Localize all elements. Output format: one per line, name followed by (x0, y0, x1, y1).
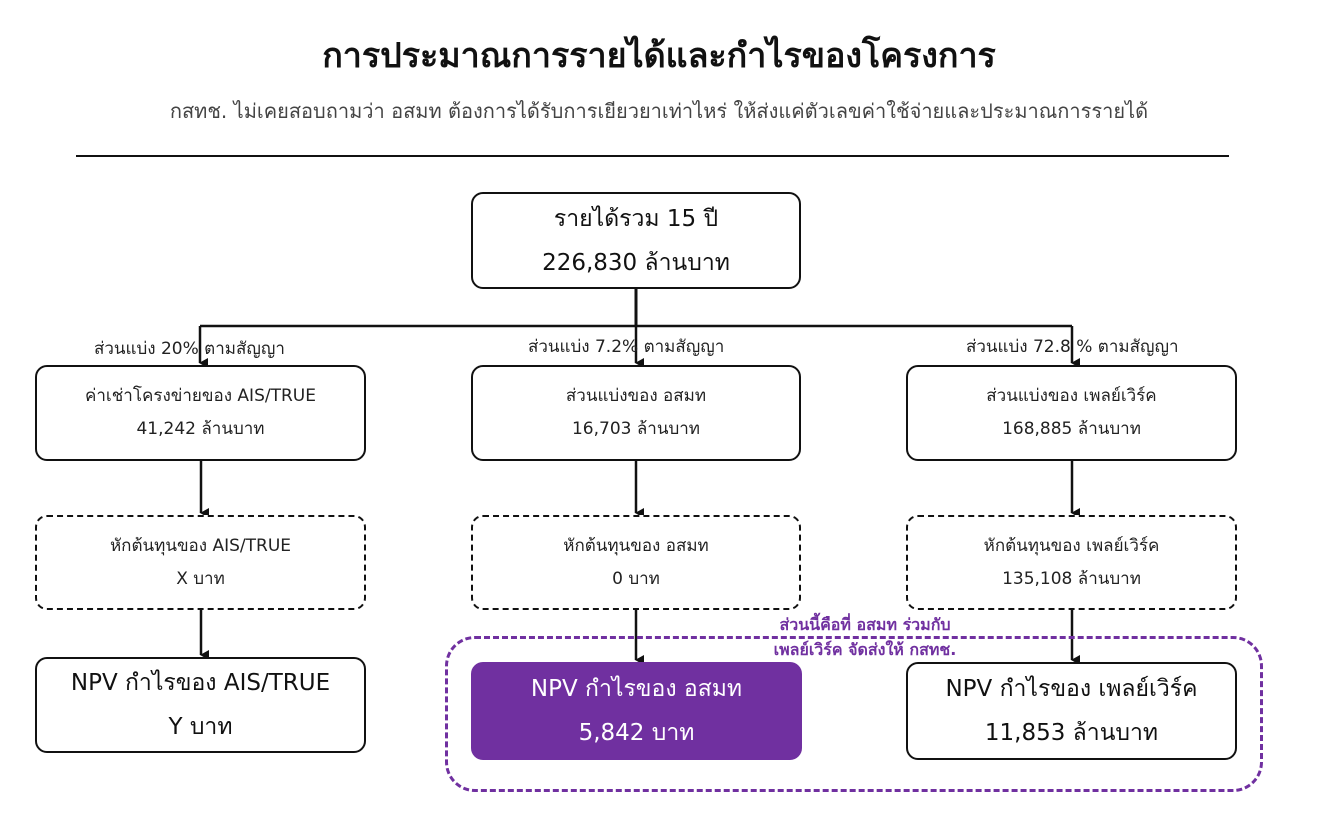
cost-ais-label: หักต้นทุนของ AIS/TRUE (109, 535, 292, 556)
cost-mcot-value: 0 บาท (612, 568, 660, 589)
revenue-ais-value: 41,242 ล้านบาท (136, 419, 265, 439)
page-subtitle: กสทช. ไม่เคยสอบถามว่า อสมท ต้องการได้รับ… (169, 99, 1149, 123)
revenue-mcot-label: ส่วนแบ่งของ อสมท (565, 386, 707, 406)
cost-playworks-value: 135,108 ล้านบาท (1002, 568, 1141, 589)
submission-note-line1: ส่วนนี้คือที่ อสมท ร่วมกับ (779, 615, 951, 634)
revenue-mcot-value: 16,703 ล้านบาท (571, 419, 700, 439)
revenue-ais-label: ค่าเช่าโครงข่ายของ AIS/TRUE (85, 386, 316, 406)
revenue-box-ais: ค่าเช่าโครงข่ายของ AIS/TRUE 41,242 ล้านบ… (35, 365, 366, 461)
npv-box-ais: NPV กำไรของ AIS/TRUE Y บาท (35, 657, 366, 753)
cost-box-playworks: หักต้นทุนของ เพลย์เวิร์ค 135,108 ล้านบาท (906, 515, 1237, 610)
total-revenue-title: รายได้รวม 15 ปี (553, 205, 719, 232)
submission-note: ส่วนนี้คือที่ อสมท ร่วมกับ เพลย์เวิร์ค จ… (735, 612, 995, 662)
npv-box-playworks: NPV กำไรของ เพลย์เวิร์ค 11,853 ล้านบาท (906, 662, 1237, 760)
cost-box-ais: หักต้นทุนของ AIS/TRUE X บาท (35, 515, 366, 610)
page-title: การประมาณการรายได้และกำไรของโครงการ (322, 36, 996, 76)
cost-playworks-label: หักต้นทุนของ เพลย์เวิร์ค (983, 535, 1160, 556)
npv-playworks-value: 11,853 ล้านบาท (984, 720, 1159, 746)
npv-mcot-label: NPV กำไรของ อสมท (530, 676, 743, 702)
total-revenue-value: 226,830 ล้านบาท (542, 249, 730, 276)
cost-ais-value: X บาท (176, 568, 225, 589)
npv-ais-label: NPV กำไรของ AIS/TRUE (70, 670, 331, 696)
npv-playworks-label: NPV กำไรของ เพลย์เวิร์ค (945, 676, 1198, 702)
share-label-mcot: ส่วนแบ่ง 7.2% ตามสัญญา (528, 337, 725, 357)
title-divider (76, 155, 1229, 157)
cost-box-mcot: หักต้นทุนของ อสมท 0 บาท (471, 515, 801, 610)
cost-mcot-label: หักต้นทุนของ อสมท (563, 535, 709, 556)
submission-group-outline (445, 636, 1263, 792)
revenue-playworks-value: 168,885 ล้านบาท (1002, 419, 1141, 439)
share-label-playworks: ส่วนแบ่ง 72.8 % ตามสัญญา (966, 337, 1179, 357)
revenue-box-mcot: ส่วนแบ่งของ อสมท 16,703 ล้านบาท (471, 365, 801, 461)
revenue-playworks-label: ส่วนแบ่งของ เพลย์เวิร์ค (986, 386, 1157, 406)
npv-ais-value: Y บาท (168, 714, 233, 740)
share-label-ais: ส่วนแบ่ง 20% ตามสัญญา (94, 339, 285, 359)
revenue-box-playworks: ส่วนแบ่งของ เพลย์เวิร์ค 168,885 ล้านบาท (906, 365, 1237, 461)
submission-note-line2: เพลย์เวิร์ค จัดส่งให้ กสทช. (773, 640, 957, 659)
npv-box-mcot: NPV กำไรของ อสมท 5,842 บาท (471, 662, 802, 760)
npv-mcot-value: 5,842 บาท (578, 720, 695, 746)
total-revenue-box: รายได้รวม 15 ปี 226,830 ล้านบาท (471, 192, 801, 289)
